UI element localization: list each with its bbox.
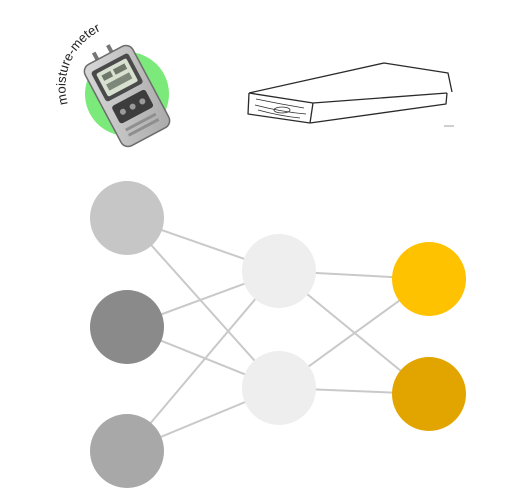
node-h2 xyxy=(242,351,316,425)
wood-plank-icon xyxy=(247,62,454,127)
node-in3 xyxy=(90,414,164,488)
node-in2 xyxy=(90,290,164,364)
moisture-meter-icon xyxy=(83,44,171,148)
moisture-meter-illustration: moisture-meter xyxy=(53,19,171,148)
network-nodes xyxy=(90,181,466,488)
edge-in3-h1 xyxy=(126,270,280,452)
edge-in1-h2 xyxy=(126,217,280,389)
node-h1 xyxy=(242,234,316,308)
node-out2 xyxy=(392,357,466,431)
node-in1 xyxy=(90,181,164,255)
node-out1 xyxy=(392,242,466,316)
